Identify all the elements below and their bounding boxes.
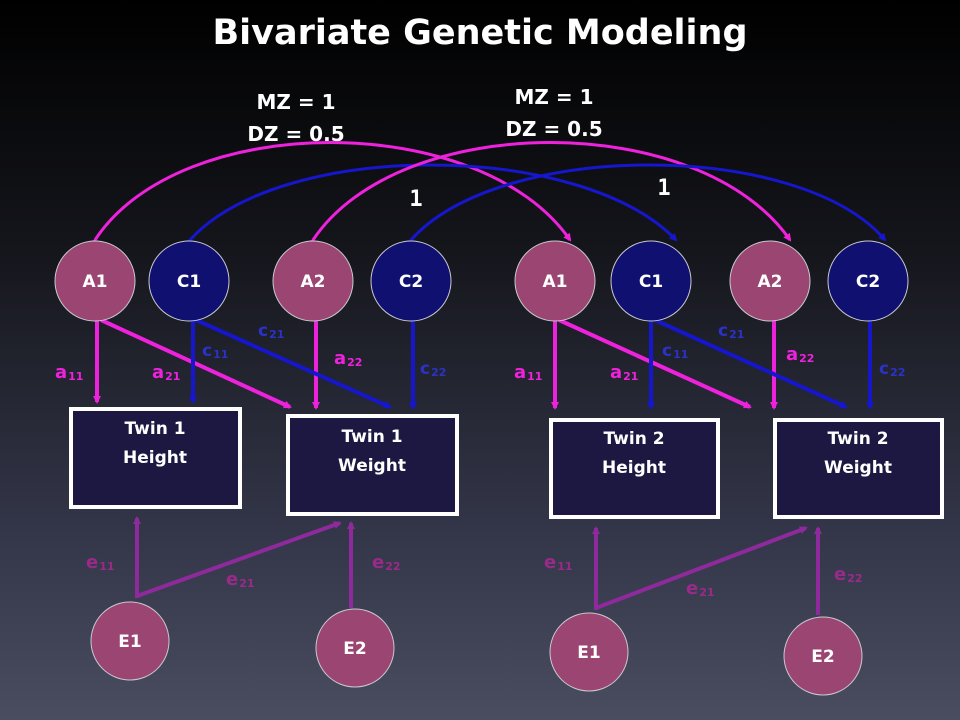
- a1-correlation-line1: MZ = 1: [256, 90, 335, 114]
- twin2-c21-label: c21: [718, 321, 744, 341]
- twin2-c22-label: c22: [879, 359, 905, 379]
- svg-text:E1: E1: [118, 632, 141, 652]
- svg-text:E2: E2: [343, 639, 366, 659]
- c1-correlation-label: 1: [409, 187, 422, 212]
- twin1-height-box: Twin 1 Height: [69, 407, 242, 509]
- twin1-e22-label: e22: [372, 552, 401, 573]
- svg-text:A1: A1: [83, 272, 108, 292]
- a2-twin-correlation-arc: [306, 141, 792, 248]
- twin2-c11-label: c11: [662, 341, 688, 361]
- twin2-a21-path: [558, 318, 752, 409]
- twin2-e1-node: E1: [549, 612, 629, 692]
- twin2-e21-label: e21: [686, 578, 715, 599]
- svg-text:C1: C1: [639, 272, 663, 292]
- twin2-e21-path: [595, 526, 808, 610]
- c2-correlation-label: 1: [657, 176, 670, 201]
- svg-text:Weight: Weight: [338, 456, 406, 476]
- twin1-c21-label: c21: [258, 321, 284, 341]
- svg-text:Height: Height: [123, 448, 187, 468]
- svg-text:C2: C2: [856, 272, 880, 292]
- a2-correlation-line1: MZ = 1: [514, 85, 593, 109]
- twin2-c21-path: [654, 318, 848, 409]
- svg-text:Twin 2: Twin 2: [603, 429, 664, 449]
- twin2-c2-node: C2: [827, 240, 909, 322]
- twin2-a2-node: A2: [729, 240, 811, 322]
- twin1-a22-label: a22: [334, 348, 362, 369]
- svg-text:A2: A2: [758, 272, 783, 292]
- twin1-a2-node: A2: [272, 240, 354, 322]
- c1-twin-correlation-arc: [183, 163, 678, 248]
- svg-text:A1: A1: [543, 272, 568, 292]
- twin1-c1-node: C1: [148, 240, 230, 322]
- twin2-a1-node: A1: [514, 240, 596, 322]
- twin1-c11-label: c11: [202, 341, 228, 361]
- svg-text:E1: E1: [577, 643, 600, 663]
- c2-twin-correlation-arc: [404, 163, 887, 248]
- twin1-a1-node: A1: [54, 240, 136, 322]
- twin1-e2-node: E2: [315, 608, 395, 688]
- twin2-a21-label: a21: [610, 362, 638, 383]
- twin1-a11-label: a11: [55, 362, 83, 383]
- twin1-e21-label: e21: [226, 569, 255, 590]
- twin2-e11-label: e11: [544, 552, 573, 573]
- svg-text:Twin 1: Twin 1: [341, 427, 402, 447]
- svg-text:Twin 2: Twin 2: [827, 429, 888, 449]
- twin1-weight-box: Twin 1 Weight: [286, 414, 459, 516]
- twin1-c2-node: C2: [370, 240, 452, 322]
- svg-text:C2: C2: [399, 272, 423, 292]
- twin2-weight-box: Twin 2 Weight: [773, 418, 944, 519]
- svg-text:A2: A2: [301, 272, 326, 292]
- svg-text:Height: Height: [602, 458, 666, 478]
- twin2-a22-label: a22: [786, 344, 814, 365]
- a1-twin-correlation-arc: [88, 141, 572, 248]
- svg-text:Twin 1: Twin 1: [124, 419, 185, 439]
- twin2-e2-node: E2: [783, 616, 863, 696]
- svg-text:Weight: Weight: [824, 458, 892, 478]
- twin1-e21-path: [136, 521, 342, 598]
- twin2-a11-label: a11: [514, 362, 542, 383]
- twin2-height-box: Twin 2 Height: [549, 418, 720, 519]
- twin1-c21-path: [195, 318, 392, 409]
- twin1-c22-label: c22: [420, 359, 446, 379]
- svg-text:E2: E2: [811, 647, 834, 667]
- twin1-a21-path: [100, 318, 292, 409]
- page-title: Bivariate Genetic Modeling: [212, 13, 747, 53]
- twin2-e22-label: e22: [834, 564, 863, 585]
- twin1-e11-label: e11: [86, 552, 115, 573]
- a2-correlation-line2: DZ = 0.5: [505, 117, 602, 141]
- twin1-a21-label: a21: [152, 362, 180, 383]
- twin2-c1-node: C1: [610, 240, 692, 322]
- svg-text:C1: C1: [177, 272, 201, 292]
- twin1-e1-node: E1: [90, 601, 170, 681]
